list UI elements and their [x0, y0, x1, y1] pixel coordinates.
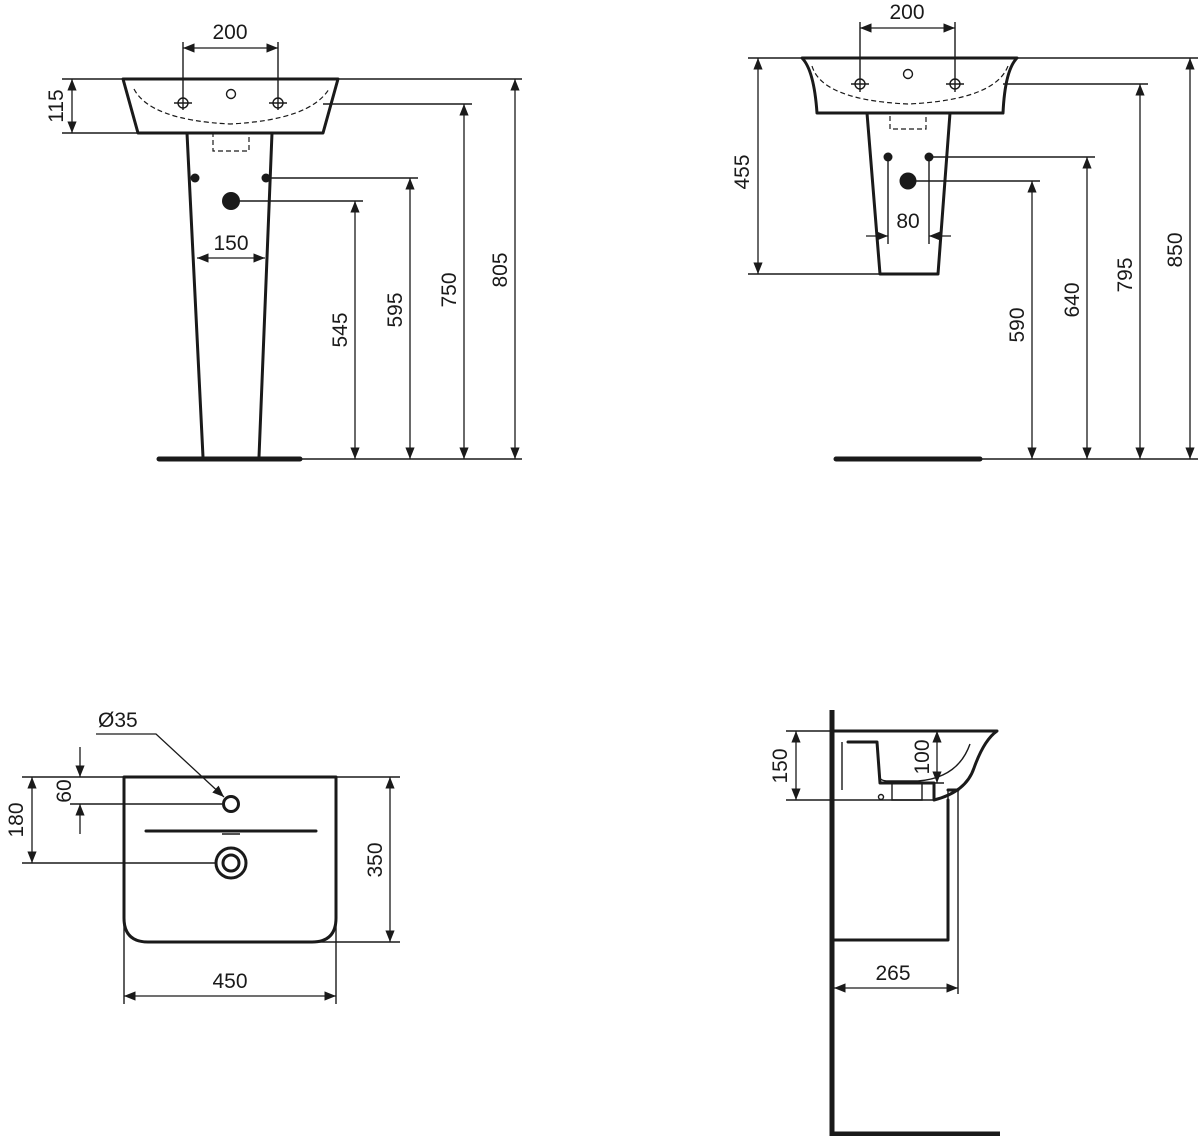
- basin-side-outline: [830, 729, 999, 802]
- basin-outline: [121, 77, 340, 135]
- waste-trap-icon: [891, 783, 923, 801]
- dim-rim-height: 850: [1164, 232, 1187, 267]
- dim-supply-height: 640: [1061, 282, 1084, 317]
- waste-hole-icon: [214, 846, 248, 880]
- tap-hole-center-icon: [225, 88, 237, 100]
- pedestal-outline: [185, 131, 274, 459]
- dim-tap-hole-offset: 60: [53, 779, 76, 802]
- dim-tap-spacing: 200: [889, 1, 924, 24]
- dim-plan-width: 450: [212, 970, 247, 993]
- side-view: 150 100 265: [769, 710, 1000, 1136]
- semi-pedestal-outline: [865, 111, 952, 276]
- dim-projection: 265: [875, 962, 910, 985]
- dim-plan-depth: 350: [364, 842, 387, 877]
- dim-tap-hole-diameter: Ø35: [98, 709, 138, 732]
- dim-tap-spacing: 200: [212, 21, 247, 44]
- tap-hole-icon: [222, 795, 240, 813]
- supply-point-left-icon: [190, 173, 200, 183]
- dim-pedestal-width: 150: [213, 232, 248, 255]
- dim-inner-depth: 100: [911, 739, 934, 774]
- dim-supply-height: 595: [384, 292, 407, 327]
- overflow-waste-dashed: [212, 132, 250, 152]
- dim-basin-height: 115: [45, 89, 68, 122]
- bowl-inner-profile: [876, 741, 971, 782]
- overflow-waste-dashed: [889, 112, 927, 130]
- dim-waste-height: 590: [1006, 307, 1029, 342]
- basin-bowl-dashed: [811, 65, 1009, 105]
- basin-outline: [800, 56, 1019, 115]
- semi-pedestal-side: [832, 788, 960, 942]
- tap-hole-center-icon: [902, 68, 914, 80]
- dim-waste-offset: 180: [5, 802, 28, 837]
- dim-bowl-depth: 150: [769, 748, 792, 783]
- dim-basin-bottom-height: 750: [438, 272, 461, 307]
- dim-waste-height: 545: [329, 312, 352, 347]
- wall-and-floor: [829, 710, 1000, 1136]
- dim-basin-bottom-height: 795: [1114, 257, 1137, 292]
- basin-plan-outline: [122, 775, 338, 944]
- plan-view: Ø35 60 180 350 450: [5, 709, 400, 1004]
- dim-supply-spacing: 80: [896, 210, 919, 233]
- dim-rim-height: 805: [489, 252, 512, 287]
- front-view-pedestal: 200 115 150 545 595 750 805: [45, 21, 522, 462]
- dim-basin-depth: 455: [731, 154, 754, 189]
- front-view-semi-pedestal: 200 455 80 590 640 795 850: [731, 1, 1198, 462]
- basin-bowl-dashed: [133, 88, 330, 125]
